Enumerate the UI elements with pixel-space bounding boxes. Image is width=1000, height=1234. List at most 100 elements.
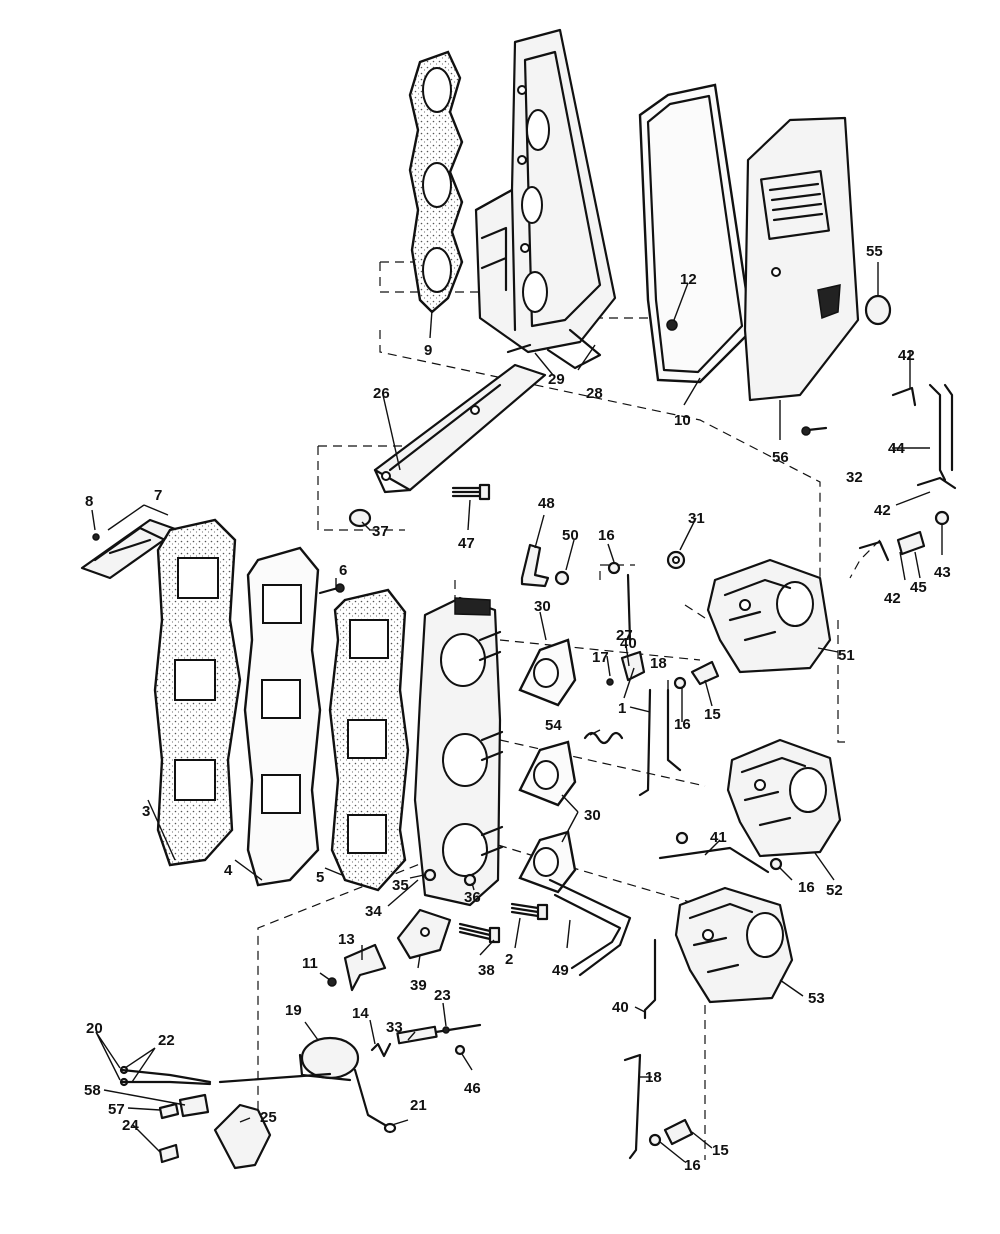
reed-plate-4 [243,546,322,887]
callouts: 1 2 3 4 5 6 7 8 9 10 11 12 13 14 15 15 1… [84,243,951,1174]
callout-35: 35 [392,877,409,894]
callout-40-upper: 40 [620,635,637,652]
callout-25: 25 [260,1109,277,1126]
clip-16-a [607,561,621,575]
clip-16-e [648,1133,662,1147]
callout-2: 2 [505,951,513,968]
plug-55 [864,294,892,326]
callout-14: 14 [352,1005,369,1022]
callout-16-a: 16 [598,527,615,544]
spring-14 [370,1042,392,1058]
flange-gasket-30c [518,830,577,894]
screw-12 [666,319,678,331]
callout-51: 51 [838,647,855,664]
screw-24 [158,1143,180,1164]
wire-harness-20-22 [119,1065,212,1087]
bolt-2 [510,902,549,921]
pin-23 [434,1023,482,1034]
fuel-channel-26 [373,363,547,494]
nut-31 [666,550,686,570]
flange-gasket-30a [518,638,577,707]
wire-21 [353,1068,397,1134]
link-rod-15-upper [690,660,720,686]
bracket-27 [620,650,646,682]
hose-44 [928,383,954,482]
link-rod-18-upper [666,688,682,772]
link-rod-1 [638,688,652,797]
clip-17 [606,678,614,686]
callout-15-lower: 15 [712,1142,729,1159]
callout-17: 17 [592,649,609,666]
callout-32: 32 [846,469,863,486]
clamp-42-a [891,386,917,407]
bracket-13 [343,943,387,992]
screw-50 [554,570,570,586]
callout-22: 22 [158,1032,175,1049]
callout-48: 48 [538,495,555,512]
callout-42-a: 42 [898,347,915,364]
callout-34: 34 [365,903,382,920]
callout-3: 3 [142,803,150,820]
callout-55: 55 [866,243,883,260]
callout-26: 26 [373,385,390,402]
callout-11: 11 [302,955,318,972]
callout-47: 47 [458,535,475,552]
clip-16-d [769,857,783,871]
bracket-48 [520,543,550,588]
callout-41: 41 [710,829,727,846]
gasket-9 [408,50,464,314]
bolt-38 [458,922,501,944]
silencer-base-28 [474,28,617,370]
callout-1: 1 [618,700,626,717]
callout-10: 10 [674,412,691,429]
bracket-58 [178,1093,210,1118]
callout-28: 28 [586,385,603,402]
callout-42-c: 42 [884,590,901,607]
intake-manifold-34 [413,596,504,907]
callout-9: 9 [424,342,432,359]
callout-37: 37 [372,523,389,540]
leader-lines [91,262,943,1163]
callout-29: 29 [548,371,565,388]
callout-57: 57 [108,1101,125,1118]
link-15-lower [663,1118,694,1146]
callout-19: 19 [285,1002,302,1019]
callout-49: 49 [552,962,569,979]
clamp-42-c [858,540,890,562]
callout-52: 52 [826,882,843,899]
callout-18-lower: 18 [645,1069,662,1086]
callout-50: 50 [562,527,579,544]
callout-30-lower: 30 [584,807,601,824]
link-rod-40-lower [643,938,657,1020]
callout-53: 53 [808,990,825,1007]
solenoid-19 [218,1036,360,1084]
callout-45: 45 [910,579,927,596]
callout-4: 4 [224,862,233,879]
callout-18-upper: 18 [650,655,667,672]
callout-16-c: 16 [798,879,815,896]
callout-54: 54 [545,717,562,734]
gasket-5 [328,588,410,892]
callout-40-lower: 40 [612,999,629,1016]
clip-16-b [673,676,687,690]
link-rod-18-lower [623,1053,642,1160]
callout-5: 5 [316,869,324,886]
bracket-39 [396,908,452,960]
link-rod-40-upper [626,573,632,642]
callout-24: 24 [122,1117,139,1134]
silencer-cover-56 [743,116,860,402]
callout-27: 27 [616,627,633,644]
callout-44: 44 [888,440,905,457]
screw-57 [158,1102,180,1120]
callout-7: 7 [154,487,162,504]
callout-30-upper: 30 [534,598,551,615]
fitting-43 [934,510,950,526]
washer-46 [454,1044,466,1056]
pin-29 [506,343,532,354]
callout-20: 20 [86,1020,103,1037]
callout-8: 8 [85,493,93,510]
callout-56: 56 [772,449,789,466]
callout-46: 46 [464,1080,481,1097]
callout-33: 33 [386,1019,403,1036]
